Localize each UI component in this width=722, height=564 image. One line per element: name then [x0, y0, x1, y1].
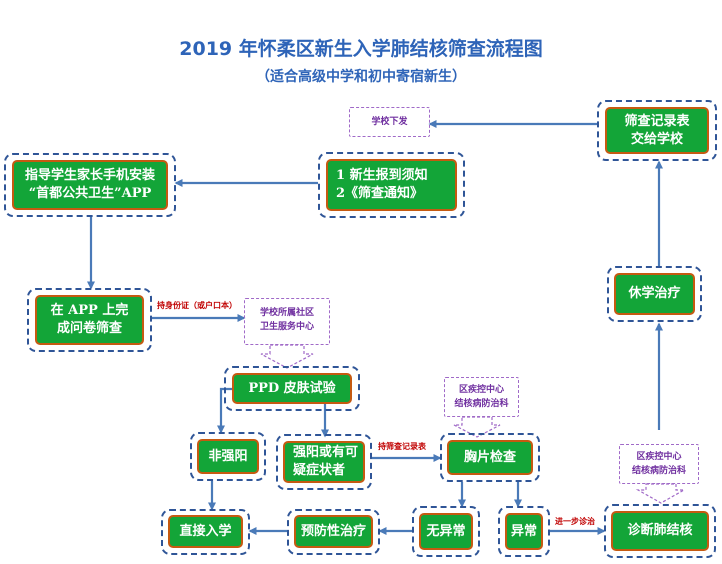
node-chest-xray: 胸片检查 [447, 440, 533, 475]
node-ppd: PPD 皮肤试验 [232, 373, 352, 404]
callout-cdc-diagnosis-frame [619, 444, 699, 484]
callout-cdc-xray-frame [444, 377, 519, 417]
node-guide-app: 指导学生家长手机安装 “首都公共卫生”APP [12, 160, 168, 210]
edge-label-id-card: 持身份证（或户口本） [157, 301, 237, 310]
frame-questionnaire [27, 288, 152, 352]
frame-diagnosis [604, 504, 716, 558]
node-preventive: 预防性治疗 [294, 515, 373, 548]
frame-strong [276, 434, 372, 490]
callout-cdc-diagnosis: 区疾控中心 结核病防治科 [631, 452, 686, 476]
frame-preventive [287, 509, 380, 555]
callout-school-issue-frame [349, 107, 430, 137]
edge-label-further: 进一步诊治 [555, 517, 595, 526]
callout-cdc-xray: 区疾控中心 结核病防治科 [454, 385, 509, 409]
frame-abnormal [498, 506, 550, 557]
page-subtitle: （适合高级中学和初中寄宿新生） [256, 69, 466, 85]
frame-no-abnormal [412, 506, 480, 557]
callout-community-frame [244, 298, 330, 345]
frame-record [597, 100, 717, 161]
node-abnormal: 异常 [505, 513, 543, 550]
frame-xray [440, 433, 540, 482]
callout-school-issue: 学校下发 [371, 117, 408, 127]
node-diagnosis: 诊断肺结核 [611, 511, 709, 551]
node-direct-entry: 直接入学 [168, 515, 243, 548]
frame-non-strong [190, 432, 266, 481]
node-strong-positive: 强阳或有可 疑症状者 [283, 441, 365, 483]
frame-ppd [224, 366, 360, 411]
node-record: 筛查记录表 交给学校 [605, 107, 709, 154]
frame-direct-entry [161, 509, 250, 555]
callout-community-center: 学校所属社区 卫生服务中心 [259, 308, 314, 332]
arrow-cdc-to-diagnosis [635, 483, 687, 504]
node-suspend: 休学治疗 [614, 273, 695, 315]
arrow-community-to-ppd [260, 344, 314, 369]
frame-guide-app [4, 153, 176, 217]
frame-notice [318, 152, 465, 218]
edge-label-with-record: 持筛查记录表 [378, 442, 426, 451]
node-no-abnormal: 无异常 [419, 513, 473, 550]
page-title: 2019 年怀柔区新生入学肺结核筛查流程图 [179, 38, 543, 60]
frame-suspend [607, 266, 702, 322]
node-questionnaire: 在 APP 上完 成问卷筛查 [35, 295, 144, 345]
node-non-strong: 非强阳 [197, 439, 259, 474]
arrow-cdc-to-xray [453, 416, 501, 438]
node-notice: 1 新生报到须知 2《筛查通知》 [326, 159, 457, 211]
